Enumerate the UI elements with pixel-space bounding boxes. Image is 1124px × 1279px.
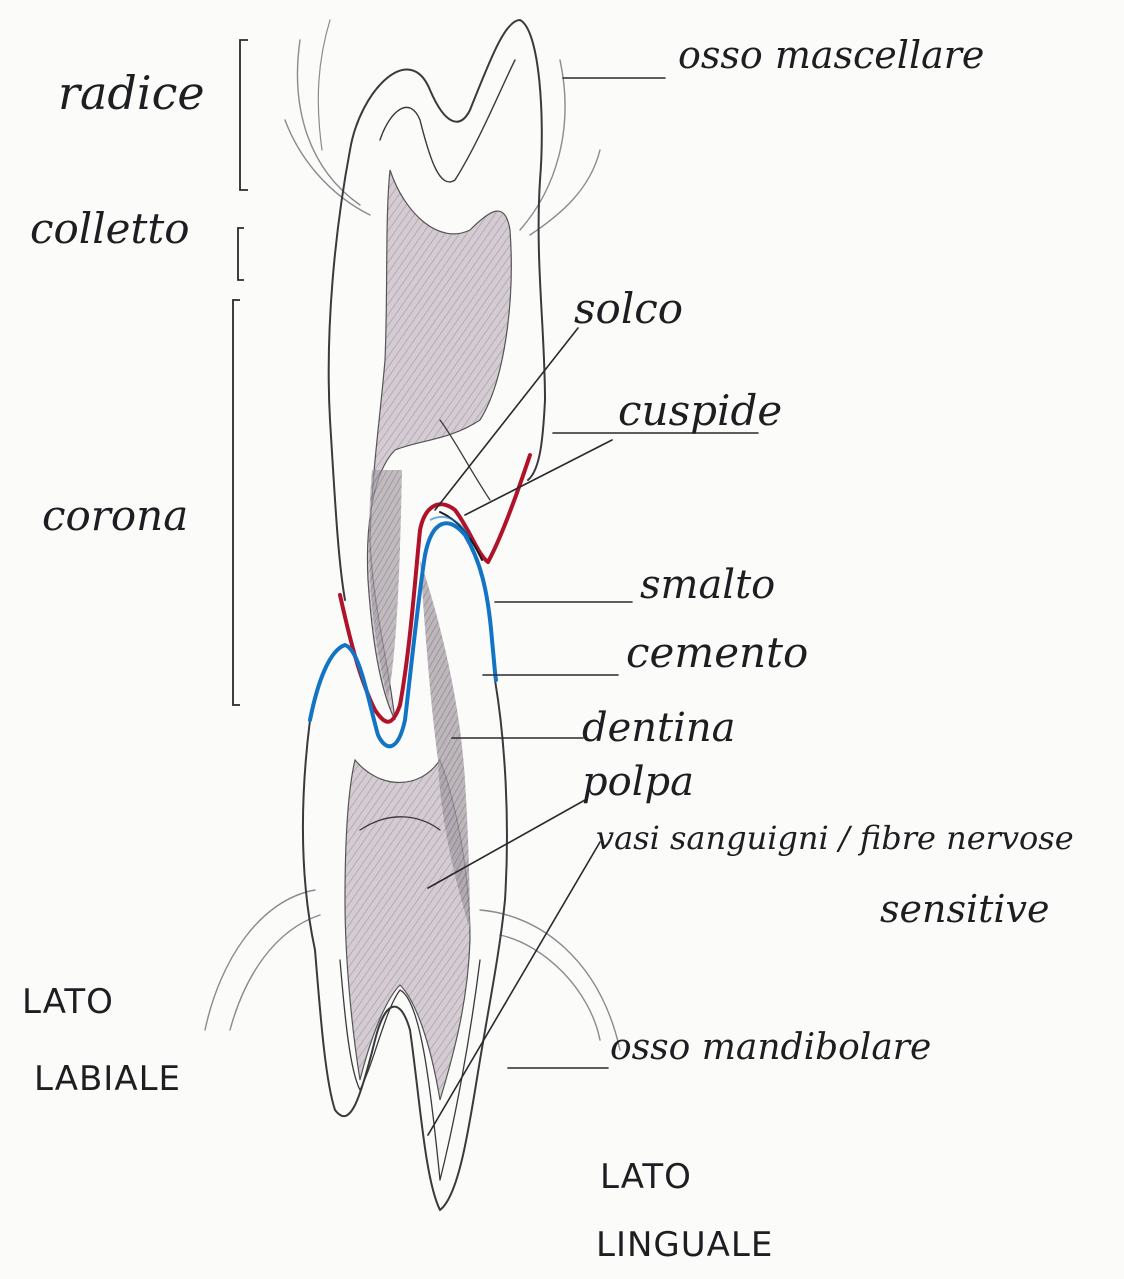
label-dentina: dentina [582, 708, 736, 748]
label-lato-linguale-2: LINGUALE [596, 1228, 773, 1262]
label-polpa: polpa [582, 762, 694, 802]
label-lato-labiale-1: LATO [22, 985, 114, 1019]
label-cemento: cemento [626, 632, 808, 674]
label-corona: corona [42, 495, 188, 537]
label-radice: radice [58, 70, 205, 116]
label-cuspide: cuspide [618, 390, 782, 432]
label-vasi-line1: vasi sanguigni / fibre nervose [596, 822, 1074, 854]
leader-cuspide [465, 440, 612, 515]
label-lato-linguale-1: LATO [600, 1160, 692, 1194]
label-colletto: colletto [30, 208, 190, 250]
label-solco: solco [574, 288, 683, 330]
label-osso-mandibolare: osso mandibolare [610, 1030, 931, 1066]
label-lato-labiale-2: LABIALE [34, 1062, 181, 1096]
label-osso-mascellare: osso mascellare [678, 36, 984, 74]
label-vasi-line2: sensitive [880, 890, 1050, 928]
upper-tooth [285, 20, 600, 720]
section-brackets [233, 40, 248, 705]
label-smalto: smalto [640, 565, 775, 605]
